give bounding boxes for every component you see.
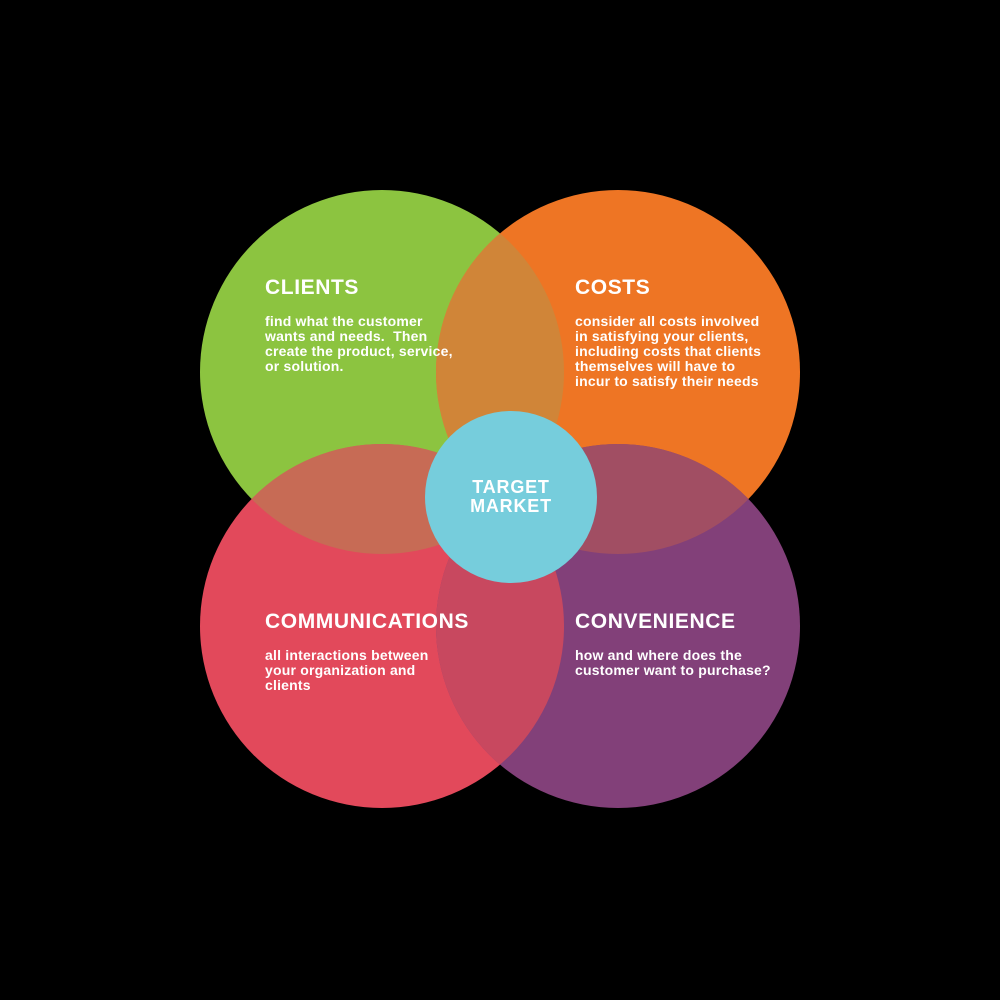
convenience-title: CONVENIENCE [575, 610, 736, 633]
convenience-description: how and where does the customer want to … [575, 647, 771, 678]
target-market-title: TARGET MARKET [470, 477, 552, 516]
communications-title: COMMUNICATIONS [265, 610, 469, 633]
clients-title: CLIENTS [265, 276, 360, 299]
communications-description: all interactions between your organizati… [265, 647, 429, 693]
costs-description: consider all costs involved in satisfyin… [575, 313, 762, 389]
costs-title: COSTS [575, 276, 651, 299]
target-market-circle [425, 411, 597, 583]
clients-description: find what the customer wants and needs. … [265, 313, 453, 374]
